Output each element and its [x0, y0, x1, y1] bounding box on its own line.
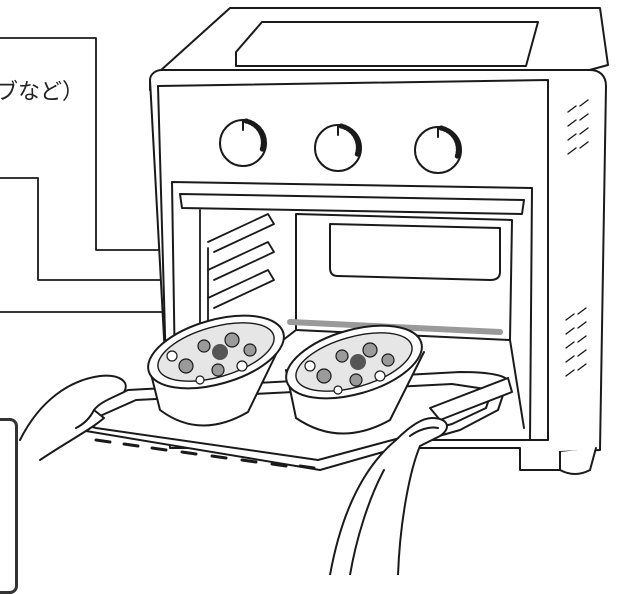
info-box-frame [0, 418, 18, 594]
oven-illustration: ブなど） [0, 0, 617, 575]
callout-text-top: ブなど） [0, 74, 84, 106]
oven-drawing [0, 0, 617, 575]
oven-foot-right [560, 448, 596, 474]
